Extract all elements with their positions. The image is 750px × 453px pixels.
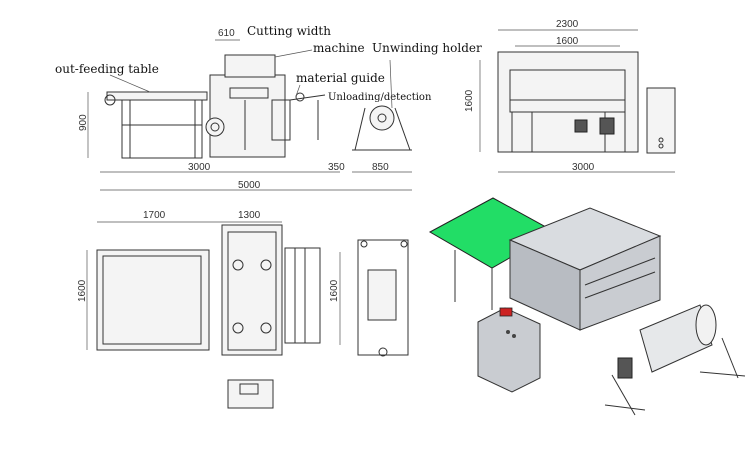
unwinding-holder <box>352 105 412 151</box>
dim-3000-left: 3000 <box>188 162 211 173</box>
dim-1600-top: 1600 <box>556 36 579 47</box>
out-feeding-table-frame <box>121 99 203 159</box>
dim-1600-plan-left: 1600 <box>77 279 88 302</box>
label-unwinding-holder: Unwinding holder <box>372 41 482 55</box>
machine-3d-side <box>579 235 661 331</box>
label-out-feeding-table: out-feeding table <box>55 62 159 76</box>
control-cabinet-3d <box>477 307 541 393</box>
dim-610: 610 <box>218 28 235 39</box>
dim-1600-right-vertical: 1600 <box>464 89 475 112</box>
material-guide-roller <box>295 92 305 102</box>
control-cabinet <box>646 87 676 154</box>
side-elevation-view <box>87 39 412 191</box>
dim-3000-right: 3000 <box>572 162 595 173</box>
dim-350: 350 <box>328 162 345 173</box>
plan-out-feeding-table <box>96 249 210 351</box>
dim-2300: 2300 <box>556 19 579 30</box>
dim-1300: 1300 <box>238 210 261 221</box>
front-elevation-view <box>479 29 676 173</box>
plan-machine <box>221 224 283 356</box>
dim-5000: 5000 <box>238 180 261 191</box>
machine-body <box>209 74 286 158</box>
dim-1600-plan-right: 1600 <box>329 279 340 302</box>
front-machine-body <box>497 51 639 153</box>
label-machine: machine <box>313 41 365 55</box>
dim-850: 850 <box>372 162 389 173</box>
plan-view <box>86 221 409 409</box>
cabinet-display <box>499 307 513 317</box>
label-unloading-detection: Unloading/detection <box>328 92 432 103</box>
label-material-guide: material guide <box>296 71 385 85</box>
roller <box>205 117 225 137</box>
dim-1700: 1700 <box>143 210 166 221</box>
plan-unwinding-holder <box>357 239 409 356</box>
out-feeding-table-top <box>106 91 208 101</box>
unwinding-roll-3d <box>604 304 746 416</box>
machine-top-box <box>224 54 276 78</box>
label-cutting-width: Cutting width <box>247 24 331 38</box>
isometric-render <box>428 197 746 416</box>
dim-900: 900 <box>78 114 89 131</box>
